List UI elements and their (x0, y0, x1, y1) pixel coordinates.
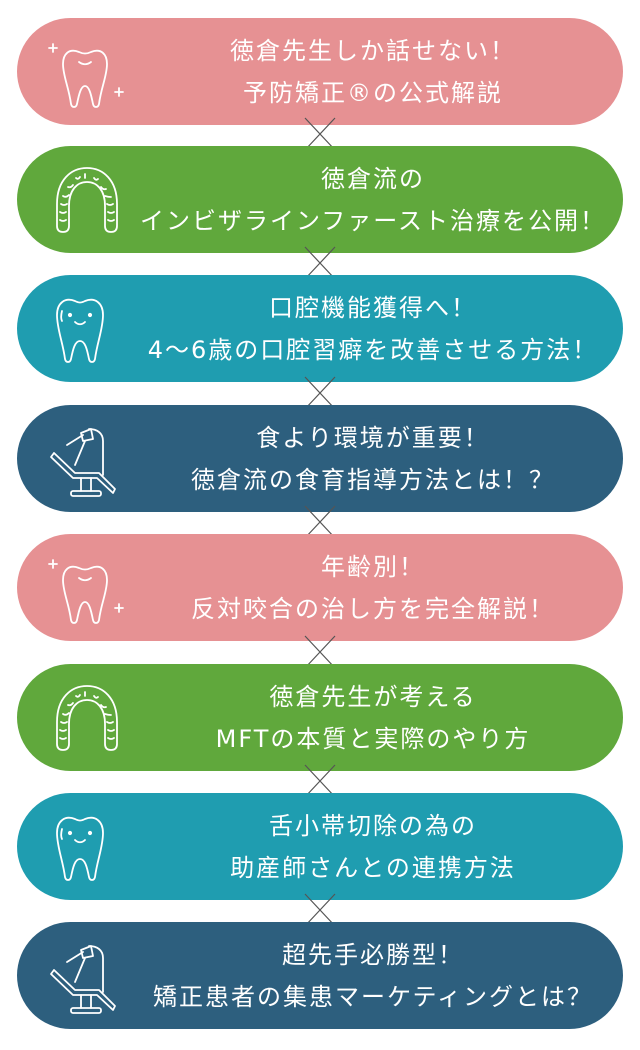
topic-title-line-2: 助産師さんとの連携方法 (230, 853, 516, 882)
topic-item-3[interactable]: 口腔機能獲得へ！ 4〜6歳の口腔習癖を改善させる方法！ (17, 275, 623, 382)
topic-title-line-1: 口腔機能獲得へ！ (269, 293, 477, 322)
dental-chair-icon (45, 934, 129, 1018)
topic-title-line-2: 反対咬合の治し方を完全解説！ (191, 594, 555, 623)
topic-title-line-1: 超先手必勝型！ (282, 940, 464, 969)
aligner-icon (45, 158, 129, 242)
topic-title: 徳倉先生が考える MFTの本質と実際のやり方 (137, 664, 609, 771)
topic-title: 年齢別！ 反対咬合の治し方を完全解説！ (137, 534, 609, 641)
topic-item-7[interactable]: 舌小帯切除の為の 助産師さんとの連携方法 (17, 793, 623, 900)
topic-title-line-1: 徳倉先生が考える (269, 682, 477, 711)
dental-chair-icon (45, 417, 129, 501)
topic-item-6[interactable]: 徳倉先生が考える MFTの本質と実際のやり方 (17, 664, 623, 771)
topic-title-line-2: MFTの本質と実際のやり方 (215, 724, 531, 753)
topic-title-line-1: 年齢別！ (321, 552, 425, 581)
topic-item-4[interactable]: 食より環境が重要！ 徳倉流の食育指導方法とは！？ (17, 405, 623, 512)
topic-title-line-2: 矯正患者の集患マーケティングとは？ (152, 982, 594, 1011)
topic-item-2[interactable]: 徳倉流の インビザラインファースト治療を公開！ (17, 146, 623, 253)
smiling-tooth-icon (45, 287, 129, 371)
smiling-tooth-icon (45, 805, 129, 889)
aligner-icon (45, 676, 129, 760)
sparkle-tooth-icon (45, 30, 129, 114)
topic-title-line-1: 徳倉流の (321, 164, 425, 193)
topic-item-5[interactable]: 年齢別！ 反対咬合の治し方を完全解説！ (17, 534, 623, 641)
sparkle-tooth-icon (45, 546, 129, 630)
topic-title-line-2: 予防矯正®の公式解説 (243, 78, 503, 107)
topic-title: 舌小帯切除の為の 助産師さんとの連携方法 (137, 793, 609, 900)
topic-title-line-2: インビザラインファースト治療を公開！ (139, 206, 607, 235)
topic-item-8[interactable]: 超先手必勝型！ 矯正患者の集患マーケティングとは？ (17, 922, 623, 1029)
topic-title-line-2: 4〜6歳の口腔習癖を改善させる方法！ (147, 335, 599, 364)
topic-title: 徳倉先生しか話せない！ 予防矯正®の公式解説 (137, 18, 609, 125)
topic-title-line-1: 徳倉先生しか話せない！ (230, 36, 516, 65)
topic-title: 食より環境が重要！ 徳倉流の食育指導方法とは！？ (137, 405, 609, 512)
topic-title-line-1: 食より環境が重要！ (256, 423, 490, 452)
topic-item-1[interactable]: 徳倉先生しか話せない！ 予防矯正®の公式解説 (17, 18, 623, 125)
topic-title: 口腔機能獲得へ！ 4〜6歳の口腔習癖を改善させる方法！ (137, 275, 609, 382)
topic-title: 徳倉流の インビザラインファースト治療を公開！ (137, 146, 609, 253)
topic-title-line-1: 舌小帯切除の為の (269, 811, 477, 840)
topic-title: 超先手必勝型！ 矯正患者の集患マーケティングとは？ (137, 922, 609, 1029)
topic-title-line-2: 徳倉流の食育指導方法とは！？ (191, 465, 555, 494)
